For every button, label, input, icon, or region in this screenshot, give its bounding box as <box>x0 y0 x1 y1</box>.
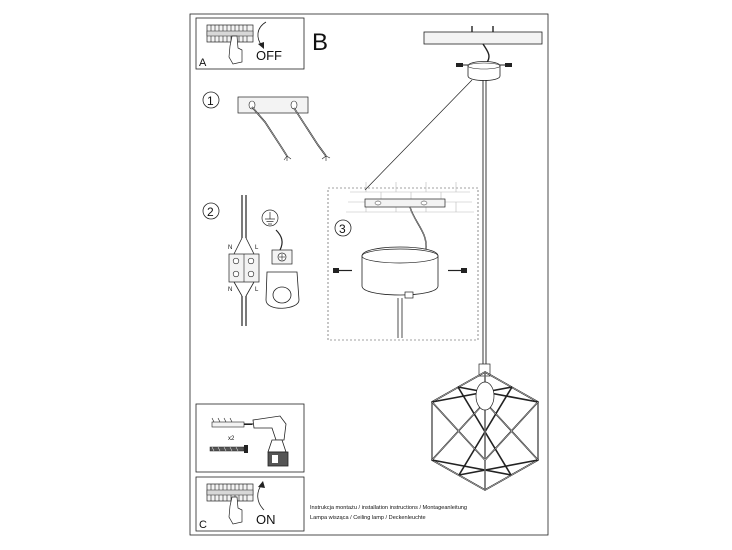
step-1-number: 1 <box>207 94 214 108</box>
panel-drill: x2 <box>195 403 305 473</box>
ground-icon <box>261 209 279 227</box>
screw-icon <box>333 268 352 273</box>
wire-left <box>251 106 288 157</box>
caption-line-1: Instrukcja montażu / installation instru… <box>310 505 467 511</box>
lamp-canopy <box>456 61 512 81</box>
fuse-box-icon <box>206 24 254 43</box>
label-n-top: N <box>228 245 232 251</box>
screw-icon <box>448 268 467 273</box>
page-frame <box>189 13 549 536</box>
hand-icon <box>228 496 243 525</box>
detail-leader-line <box>364 79 473 191</box>
mounting-bracket <box>364 198 446 208</box>
drill-icon <box>244 415 289 467</box>
step-2-number: 2 <box>207 205 214 219</box>
caption-line-2: Lampa wisząca / Ceiling lamp / Deckenleu… <box>310 515 426 521</box>
panel-a: A OFF <box>195 17 305 70</box>
label-n-bottom: N <box>228 287 232 293</box>
fuse-box-icon <box>206 483 254 502</box>
ceiling-plate <box>423 26 543 65</box>
label-l-bottom: L <box>255 287 259 293</box>
ground-terminal <box>265 249 300 309</box>
step-1: 1 <box>202 91 331 161</box>
on-label: ON <box>256 512 276 527</box>
panel-a-letter: A <box>199 57 207 69</box>
screw-icon <box>209 445 248 453</box>
step-3: 3 <box>327 182 479 341</box>
hand-icon <box>228 35 243 65</box>
panel-c: C ON <box>195 476 305 532</box>
step-3-number: 3 <box>339 222 346 236</box>
step-2: 2 N L N L <box>202 195 300 326</box>
canopy <box>361 246 439 296</box>
panel-c-letter: C <box>199 519 207 531</box>
quantity-label: x2 <box>228 436 235 442</box>
junction-box <box>237 96 309 114</box>
terminal-block <box>228 253 260 283</box>
panel-b-letter: B <box>312 29 328 56</box>
bulb <box>475 381 495 411</box>
off-label: OFF <box>256 48 282 63</box>
label-l-top: L <box>255 245 259 251</box>
